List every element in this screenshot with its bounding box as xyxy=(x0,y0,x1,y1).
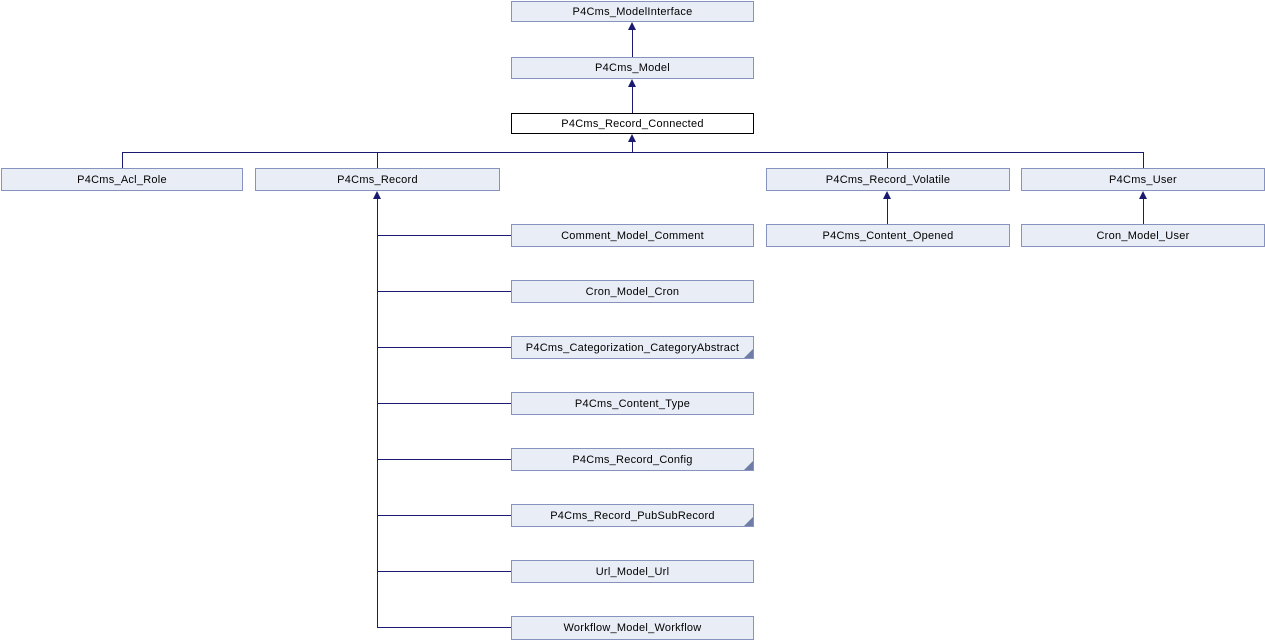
edge-branch-record-config xyxy=(377,459,511,460)
node-comment-model-comment[interactable]: Comment_Model_Comment xyxy=(511,224,754,247)
edge-branch-cron xyxy=(377,291,511,292)
edge-branch-workflow xyxy=(377,627,511,628)
edge-bus-to-record-connected xyxy=(632,142,633,152)
node-p4cms-categorization-categoryabstract[interactable]: P4Cms_Categorization_CategoryAbstract xyxy=(511,336,754,359)
node-p4cms-content-opened[interactable]: P4Cms_Content_Opened xyxy=(766,224,1010,247)
edge-branch-pubsubrecord xyxy=(377,515,511,516)
node-label: P4Cms_Record xyxy=(337,173,418,186)
node-p4cms-acl-role[interactable]: P4Cms_Acl_Role xyxy=(1,168,243,191)
node-url-model-url[interactable]: Url_Model_Url xyxy=(511,560,754,583)
arrowhead-to-record xyxy=(373,191,381,199)
edge-branch-url xyxy=(377,571,511,572)
edge-cronuser-to-user xyxy=(1143,199,1144,224)
node-label: Cron_Model_Cron xyxy=(585,285,680,298)
node-label: P4Cms_ModelInterface xyxy=(572,5,693,18)
node-p4cms-record-config[interactable]: P4Cms_Record_Config xyxy=(511,448,754,471)
hidden-subclasses-indicator xyxy=(744,517,753,526)
node-p4cms-record-pubsubrecord[interactable]: P4Cms_Record_PubSubRecord xyxy=(511,504,754,527)
node-p4cms-record-volatile[interactable]: P4Cms_Record_Volatile xyxy=(766,168,1010,191)
arrowhead-to-record-volatile xyxy=(883,191,891,199)
node-workflow-model-workflow[interactable]: Workflow_Model_Workflow xyxy=(511,616,754,640)
edge-drop-record xyxy=(377,153,378,168)
node-label: P4Cms_Record_Volatile xyxy=(825,173,951,186)
arrowhead-to-model xyxy=(628,79,636,87)
arrowhead-to-record-connected xyxy=(628,134,636,142)
node-label: P4Cms_Record_PubSubRecord xyxy=(550,509,715,522)
node-label: P4Cms_Content_Opened xyxy=(822,229,954,242)
edge-drop-acl-role xyxy=(122,153,123,168)
node-p4cms-record[interactable]: P4Cms_Record xyxy=(255,168,500,191)
node-label: P4Cms_User xyxy=(1109,173,1177,186)
node-label: P4Cms_Content_Type xyxy=(574,397,691,410)
hidden-subclasses-indicator xyxy=(744,349,753,358)
node-label: Comment_Model_Comment xyxy=(561,229,704,242)
node-label: Cron_Model_User xyxy=(1096,229,1190,242)
node-p4cms-user[interactable]: P4Cms_User xyxy=(1021,168,1265,191)
node-label: Workflow_Model_Workflow xyxy=(563,622,702,634)
node-p4cms-modelinterface[interactable]: P4Cms_ModelInterface xyxy=(511,1,754,22)
node-p4cms-record-connected[interactable]: P4Cms_Record_Connected xyxy=(511,113,754,134)
arrowhead-to-modelinterface xyxy=(628,22,636,30)
node-label: P4Cms_Model xyxy=(595,62,670,74)
edge-record-children-spine xyxy=(377,199,378,628)
node-label: P4Cms_Categorization_CategoryAbstract xyxy=(525,341,740,354)
edge-branch-categoryabstract xyxy=(377,347,511,348)
node-label: Url_Model_Url xyxy=(595,565,670,578)
edge-model-to-modelinterface xyxy=(632,30,633,57)
edge-connected-to-model xyxy=(632,87,633,113)
edge-drop-user xyxy=(1143,153,1144,168)
edge-branch-content-type xyxy=(377,403,511,404)
node-p4cms-model[interactable]: P4Cms_Model xyxy=(511,57,754,79)
node-p4cms-content-type[interactable]: P4Cms_Content_Type xyxy=(511,392,754,415)
edge-opened-to-volatile xyxy=(887,199,888,224)
node-label: P4Cms_Acl_Role xyxy=(77,173,167,186)
edge-branch-comment xyxy=(377,235,511,236)
node-cron-model-user[interactable]: Cron_Model_User xyxy=(1021,224,1265,247)
hidden-subclasses-indicator xyxy=(744,461,753,470)
edge-children-bus xyxy=(122,152,1144,153)
arrowhead-to-user xyxy=(1139,191,1147,199)
node-label: P4Cms_Record_Connected xyxy=(561,117,704,130)
edge-drop-record-volatile xyxy=(887,153,888,168)
node-cron-model-cron[interactable]: Cron_Model_Cron xyxy=(511,280,754,303)
node-label: P4Cms_Record_Config xyxy=(572,453,693,466)
